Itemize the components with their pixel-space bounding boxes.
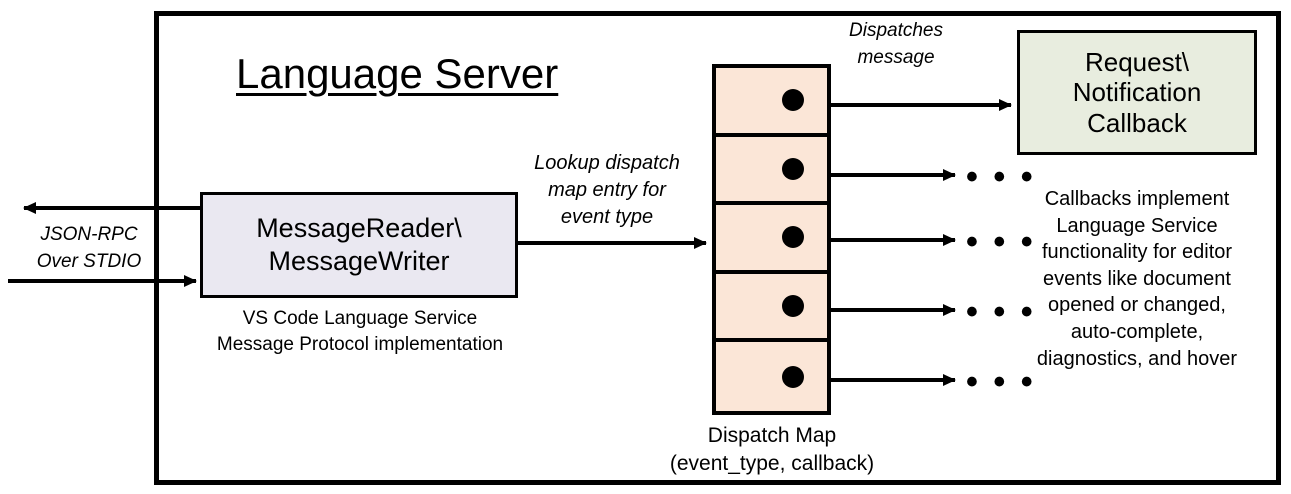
lookup-dispatch-label-line1: Lookup dispatch: [534, 152, 680, 174]
message-reader-writer-caption-line2: Message Protocol implementation: [216, 333, 504, 355]
message-reader-writer-label-line2: MessageWriter: [268, 246, 450, 276]
jsonrpc-transport-label-line1: JSON-RPC: [40, 224, 138, 245]
language-server-boundary: [154, 11, 1281, 485]
dispatches-message-label-line2: message: [857, 46, 935, 68]
more-callbacks-ellipsis: • • •: [966, 293, 1036, 331]
callback-caption-line2: Language Service: [1056, 214, 1218, 237]
dispatch-map-row[interactable]: [716, 68, 827, 137]
dispatch-map-table[interactable]: [712, 64, 831, 415]
dispatch-map-row[interactable]: [716, 273, 827, 343]
callback-pointer-dot-icon: [782, 226, 804, 249]
callback-caption-line6: auto-complete,: [1070, 320, 1204, 343]
lookup-dispatch-label-line3: event type: [560, 206, 654, 228]
callback-label-line1: Request\: [1084, 47, 1190, 78]
jsonrpc-transport-label-line2: Over STDIO: [36, 250, 142, 272]
dispatches-message-label: Dispatches message: [826, 18, 966, 71]
page-title: Language Server: [236, 50, 559, 97]
request-notification-callback-box[interactable]: Request\ Notification Callback: [1017, 30, 1257, 155]
lookup-dispatch-label: Lookup dispatch map entry for event type: [512, 150, 702, 231]
callback-caption-line7: diagnostics, and hover: [1036, 347, 1238, 370]
dispatch-map-row[interactable]: [716, 136, 827, 206]
more-callbacks-ellipsis: • • •: [966, 223, 1036, 261]
callback-caption-line3: functionality for editor: [1041, 241, 1233, 264]
callback-pointer-dot-icon: [782, 365, 804, 388]
dispatch-map-caption-line1: Dispatch Map: [707, 424, 837, 447]
lookup-dispatch-label-line2: map entry for: [548, 179, 666, 201]
callback-caption-line1: Callbacks implement: [1044, 188, 1230, 210]
more-callbacks-ellipsis: • • •: [966, 158, 1036, 196]
callback-caption: Callbacks implement Language Service fun…: [1006, 186, 1268, 372]
dispatch-map-row[interactable]: [716, 342, 827, 411]
dispatches-message-label-line1: Dispatches: [849, 20, 943, 41]
message-reader-writer-caption-line1: VS Code Language Service: [242, 308, 478, 329]
callback-caption-line4: events like document: [1043, 267, 1231, 290]
callback-label-line3: Callback: [1087, 107, 1187, 138]
message-reader-writer-box[interactable]: MessageReader\ MessageWriter: [200, 192, 518, 298]
dispatch-map-caption-line2: (event_type, callback): [669, 452, 875, 476]
more-callbacks-ellipsis: • • •: [966, 363, 1036, 401]
message-reader-writer-caption: VS Code Language Service Message Protoco…: [188, 306, 532, 357]
dispatch-map-caption: Dispatch Map (event_type, callback): [640, 422, 904, 479]
callback-pointer-dot-icon: [782, 295, 804, 318]
dispatch-map-row[interactable]: [716, 205, 827, 274]
callback-pointer-dot-icon: [782, 89, 804, 112]
callback-caption-line5: opened or changed,: [1048, 294, 1226, 317]
jsonrpc-transport-label: JSON-RPC Over STDIO: [14, 222, 164, 275]
callback-label-line2: Notification: [1072, 77, 1202, 108]
callback-pointer-dot-icon: [782, 157, 804, 180]
message-reader-writer-label-line1: MessageReader\: [256, 212, 462, 243]
